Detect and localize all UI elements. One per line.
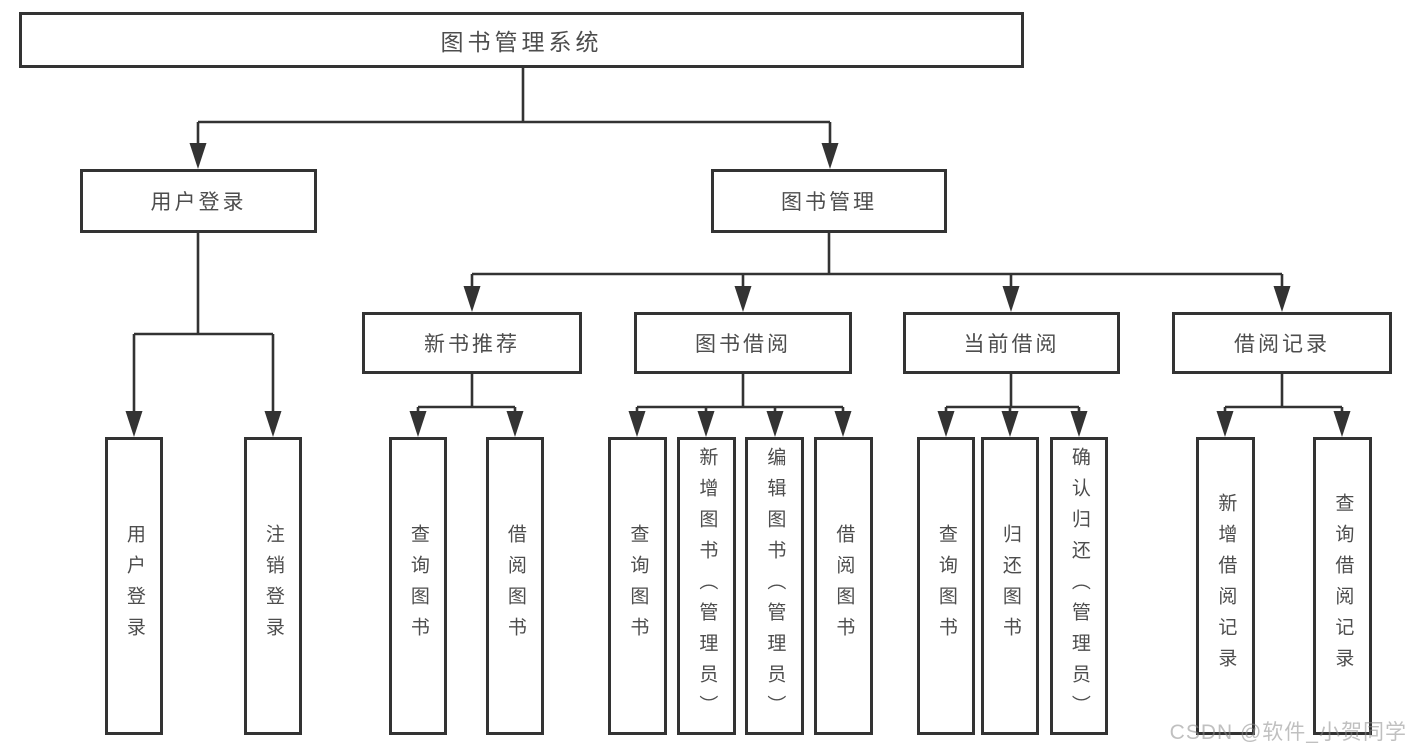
leaf-add-books-admin-label: 新增图书（管理员）: [696, 446, 718, 726]
node-new-book-recommend: 新书推荐: [362, 312, 582, 374]
leaf-add-books-admin: 新增图书（管理员）: [677, 437, 736, 735]
leaf-borrowing-borrow-books: 借阅图书: [814, 437, 873, 735]
node-new-book-recommend-label: 新书推荐: [424, 333, 520, 356]
leaf-current-query-books-label: 查询图书: [935, 524, 957, 648]
connector-book-borrowing-to-leaves: [628, 374, 852, 437]
connector-book-management-to-level3: [463, 233, 1291, 312]
connector-user-login-to-leaves: [125, 233, 282, 437]
leaf-user-login: 用户登录: [105, 437, 163, 735]
leaf-borrowing-borrow-books-label: 借阅图书: [833, 524, 855, 648]
node-user-login-label: 用户登录: [150, 191, 247, 214]
leaf-recommend-query-books: 查询图书: [389, 437, 447, 735]
node-borrow-records: 借阅记录: [1172, 312, 1392, 374]
leaf-recommend-borrow-books: 借阅图书: [486, 437, 544, 735]
leaf-recommend-query-books-label: 查询图书: [407, 524, 429, 648]
leaf-logout-label: 注销登录: [262, 524, 284, 648]
leaf-add-borrow-record: 新增借阅记录: [1196, 437, 1255, 735]
leaf-query-borrow-record: 查询借阅记录: [1313, 437, 1372, 735]
connector-borrow-records-to-leaves: [1216, 374, 1351, 437]
node-current-borrowing: 当前借阅: [903, 312, 1120, 374]
connector-current-borrowing-to-leaves: [937, 374, 1088, 437]
leaf-recommend-borrow-books-label: 借阅图书: [504, 524, 526, 648]
leaf-query-borrow-record-label: 查询借阅记录: [1332, 493, 1354, 679]
leaf-user-login-label: 用户登录: [123, 524, 145, 648]
leaf-add-borrow-record-label: 新增借阅记录: [1215, 493, 1237, 679]
node-book-management-label: 图书管理: [781, 191, 877, 214]
node-library-system-label: 图书管理系统: [440, 29, 603, 55]
leaf-borrowing-query-books: 查询图书: [608, 437, 667, 735]
node-book-borrowing-label: 图书借阅: [695, 333, 791, 356]
node-book-borrowing: 图书借阅: [634, 312, 852, 374]
connector-new-book-to-leaves: [409, 374, 524, 437]
leaf-return-books-label: 归还图书: [999, 524, 1021, 648]
leaf-logout: 注销登录: [244, 437, 302, 735]
leaf-current-query-books: 查询图书: [917, 437, 975, 735]
node-book-management: 图书管理: [711, 169, 947, 233]
leaf-borrowing-query-books-label: 查询图书: [627, 524, 649, 648]
node-borrow-records-label: 借阅记录: [1234, 333, 1330, 356]
node-library-system: 图书管理系统: [19, 12, 1024, 68]
leaf-edit-books-admin: 编辑图书（管理员）: [745, 437, 804, 735]
leaf-confirm-return-admin-label: 确认归还（管理员）: [1068, 446, 1090, 726]
leaf-confirm-return-admin: 确认归还（管理员）: [1050, 437, 1108, 735]
leaf-edit-books-admin-label: 编辑图书（管理员）: [764, 446, 786, 726]
node-current-borrowing-label: 当前借阅: [963, 333, 1060, 356]
csdn-watermark: CSDN @软件_小贺同学: [1169, 721, 1405, 744]
leaf-return-books: 归还图书: [981, 437, 1039, 735]
connector-root-to-level2: [189, 67, 839, 169]
node-user-login: 用户登录: [80, 169, 317, 233]
